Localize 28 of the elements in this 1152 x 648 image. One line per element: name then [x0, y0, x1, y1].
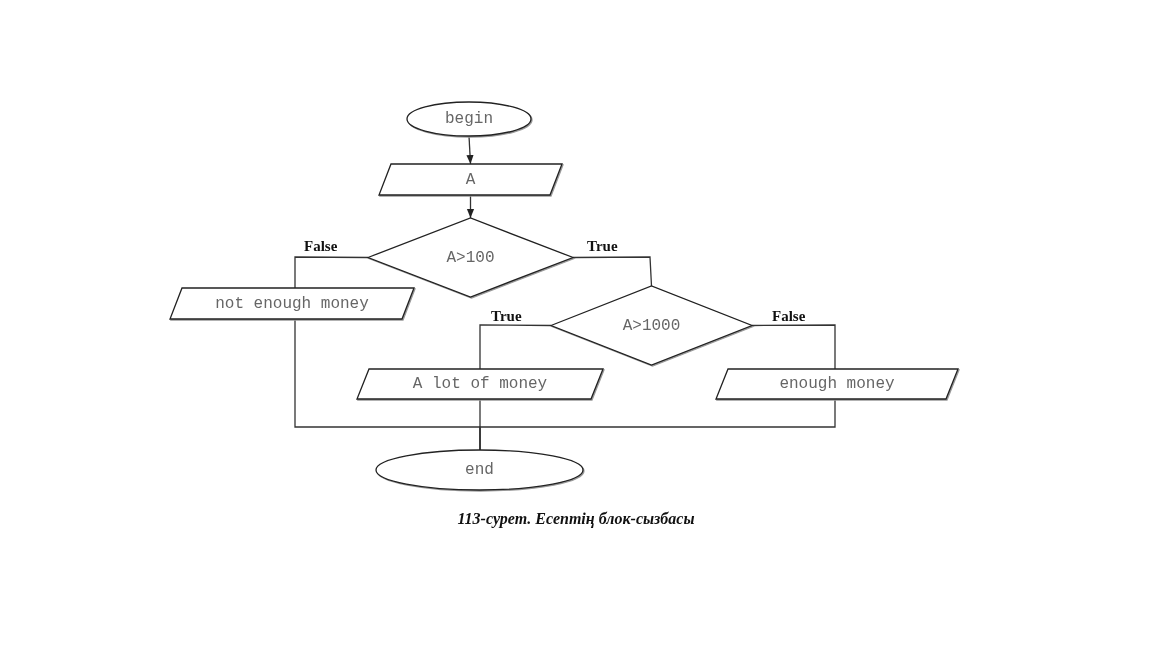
connector-line — [479, 324, 552, 370]
connector-line — [751, 324, 836, 370]
output-parallelogram — [716, 369, 958, 399]
node-text: A>100 — [446, 248, 495, 267]
edge-label: True — [490, 308, 523, 324]
edge-label: False — [303, 238, 339, 254]
edge-label: False — [771, 308, 807, 324]
node-text: A>1000 — [622, 316, 681, 335]
decision-diamond — [368, 218, 573, 297]
node-text: A — [465, 170, 476, 189]
node-text: not enough money — [215, 294, 369, 313]
decision-diamond — [551, 286, 752, 365]
node-text: A lot of money — [412, 375, 548, 393]
input-parallelogram — [379, 164, 562, 195]
output-parallelogram — [170, 288, 414, 319]
terminator-ellipse — [376, 450, 583, 490]
node-text: begin — [445, 110, 493, 128]
node-text: end — [465, 461, 494, 479]
connector-line — [294, 256, 369, 289]
arrow — [466, 194, 475, 219]
connector-line — [572, 256, 653, 287]
node-text: enough money — [779, 375, 895, 393]
edge-label: True — [586, 238, 619, 254]
arrow — [466, 135, 474, 165]
terminator-ellipse — [407, 102, 531, 136]
figure-caption: 113-сурет. Есептің блок-сызбасы — [457, 510, 695, 527]
connector-line — [479, 398, 836, 451]
output-parallelogram — [357, 369, 603, 399]
